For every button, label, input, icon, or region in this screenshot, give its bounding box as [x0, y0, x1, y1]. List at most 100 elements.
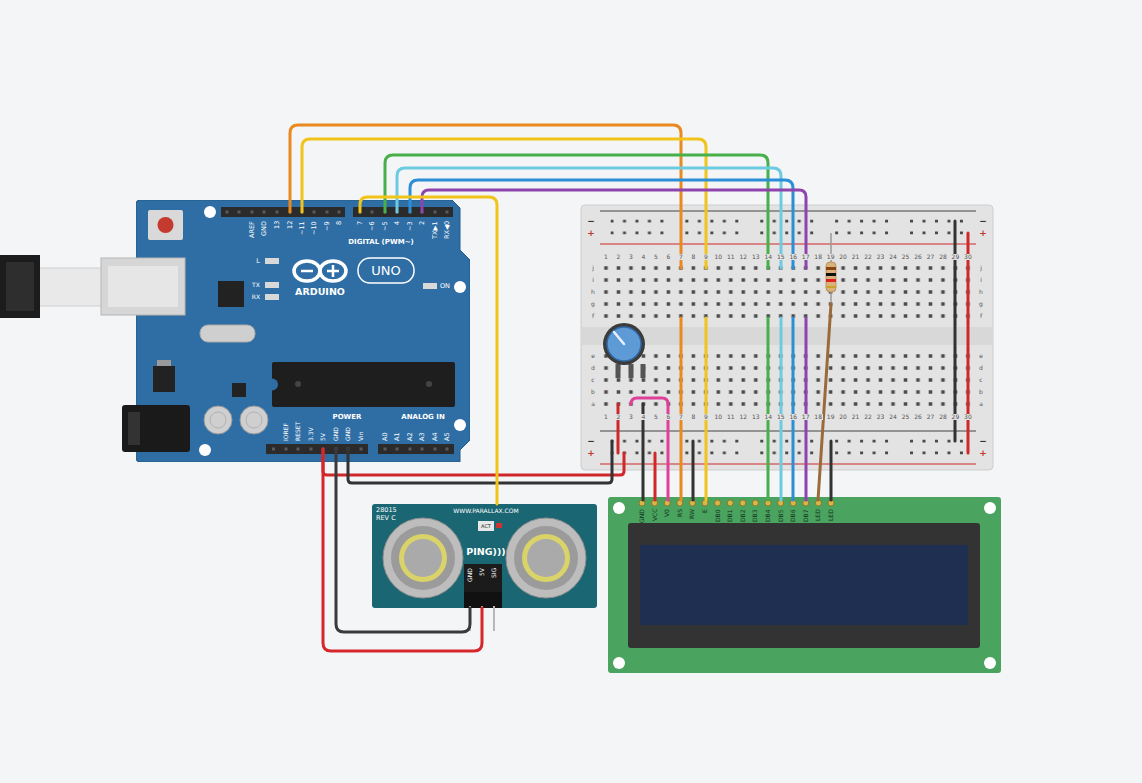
column-number: 10	[714, 414, 724, 420]
column-number: 3	[628, 254, 634, 260]
pin-label: A0	[382, 432, 389, 441]
rail-sign: +	[979, 449, 987, 458]
led-label: RX	[252, 294, 260, 300]
rail-sign: −	[979, 437, 987, 446]
column-number: 4	[641, 414, 647, 420]
pin-label: VCC	[652, 509, 658, 521]
pin-label: 5V	[479, 568, 485, 576]
pin-label: DB4	[765, 509, 771, 522]
column-number: 15	[776, 254, 786, 260]
pin-label: V0	[664, 509, 670, 517]
pin-label: ~3	[407, 221, 414, 231]
column-number: 7	[678, 414, 684, 420]
column-number: 18	[813, 414, 823, 420]
pin-label: A3	[419, 432, 426, 441]
pin-label: GND	[639, 509, 645, 523]
pin-label: DB2	[740, 509, 746, 522]
arduino-board: AREFGND1312~11~10~987~6~54~32TX▶1RX◀0DIG…	[136, 200, 470, 462]
part-number: 28015	[376, 507, 397, 514]
pin-label: 3.3V	[308, 427, 314, 441]
pin-label: RX◀0	[444, 221, 451, 239]
rail-sign: −	[587, 437, 595, 446]
column-number: 22	[863, 254, 873, 260]
pin-label: LED	[828, 509, 834, 521]
column-number: 7	[678, 254, 684, 260]
pin-label: RW	[689, 509, 695, 519]
column-number: 1	[603, 414, 609, 420]
pin-label: DB1	[727, 509, 733, 522]
column-number: 24	[888, 414, 898, 420]
arduino-board-art	[136, 200, 470, 462]
column-number: 23	[876, 254, 886, 260]
column-number: 23	[876, 414, 886, 420]
pin-label: AREF	[249, 221, 256, 238]
pin-label: 12	[287, 221, 294, 229]
column-number: 12	[738, 254, 748, 260]
row-letter: b	[590, 389, 596, 395]
row-letter: f	[979, 313, 983, 319]
column-number: 18	[813, 254, 823, 260]
column-number: 8	[690, 254, 696, 260]
led-label: TX	[252, 282, 260, 288]
pin-label: GND	[345, 427, 351, 441]
ultrasonic-sensor: 28015REV CWWW.PARALLAX.COMACTPING)))GND5…	[372, 504, 597, 608]
column-number: 28	[938, 254, 948, 260]
column-number: 2	[616, 414, 622, 420]
column-number: 22	[863, 414, 873, 420]
column-number: 27	[926, 414, 936, 420]
row-letter: i	[591, 277, 595, 283]
brand-label: ARDUINO	[295, 287, 345, 297]
row-letter: g	[978, 301, 984, 307]
led-label: ACT	[481, 524, 491, 529]
pin-label: 5V	[320, 433, 326, 441]
column-number: 24	[888, 254, 898, 260]
pin-label: DB0	[715, 509, 721, 522]
column-number: 9	[703, 414, 709, 420]
pin-label: DB7	[803, 509, 809, 522]
rail-sign: −	[587, 217, 595, 226]
column-number: 17	[801, 254, 811, 260]
column-number: 16	[788, 254, 798, 260]
header-label: ANALOG IN	[401, 414, 445, 421]
pin-label: ~9	[324, 221, 331, 231]
column-number: 13	[751, 414, 761, 420]
column-number: 25	[901, 254, 911, 260]
column-number: 29	[951, 254, 961, 260]
row-letter: g	[590, 301, 596, 307]
pin-label: 7	[357, 221, 364, 225]
column-number: 20	[838, 254, 848, 260]
pin-label: ~5	[382, 221, 389, 231]
column-number: 1	[603, 254, 609, 260]
column-number: 2	[616, 254, 622, 260]
pin-label: A1	[394, 432, 401, 441]
column-number: 20	[838, 414, 848, 420]
pin-label: DB5	[778, 509, 784, 522]
lcd-module-art	[608, 497, 1001, 673]
column-number: 15	[776, 414, 786, 420]
column-number: 9	[703, 254, 709, 260]
column-number: 11	[726, 254, 736, 260]
pin-label: TX▶1	[432, 221, 439, 239]
column-number: 10	[714, 254, 724, 260]
sensor-name: PING)))	[466, 547, 505, 557]
column-number: 19	[826, 414, 836, 420]
rail-sign: +	[587, 449, 595, 458]
row-letter: j	[591, 265, 595, 271]
column-number: 26	[913, 254, 923, 260]
pin-label: GND	[333, 427, 339, 441]
row-letter: e	[590, 353, 596, 359]
pin-label: 8	[336, 221, 343, 225]
maker-url: WWW.PARALLAX.COM	[453, 508, 518, 514]
lcd-module: GNDVCCV0RSRWEDB0DB1DB2DB3DB4DB5DB6DB7LED…	[608, 497, 1001, 673]
rail-sign: +	[587, 229, 595, 238]
column-number: 12	[738, 414, 748, 420]
column-number: 11	[726, 414, 736, 420]
header-label: DIGITAL (PWM~)	[348, 239, 413, 246]
pin-label: ~11	[299, 221, 306, 235]
column-number: 6	[665, 254, 671, 260]
header-label: POWER	[333, 414, 362, 421]
column-number: 25	[901, 414, 911, 420]
led-label: L	[256, 258, 260, 265]
